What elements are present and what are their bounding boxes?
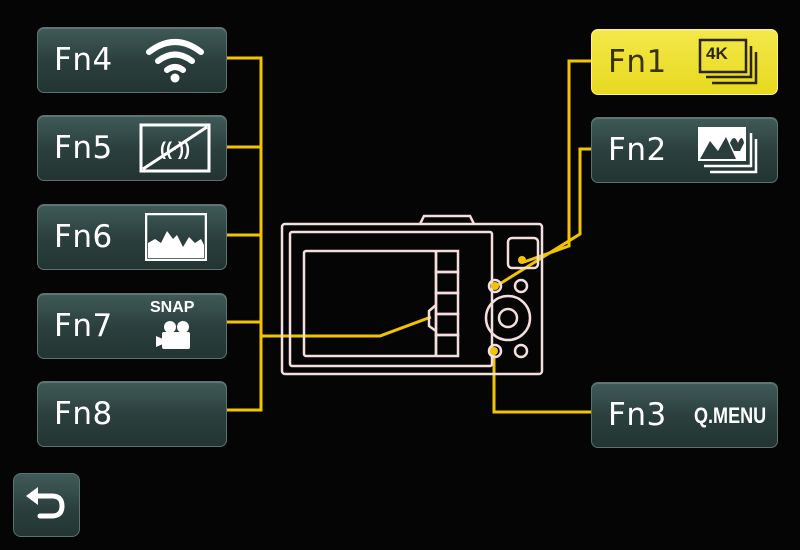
fn1-button[interactable]: Fn1 4K [591, 29, 778, 95]
fn7-label: Fn7 [54, 308, 113, 344]
fn4-button[interactable]: Fn4 [37, 27, 227, 93]
connector-lines [226, 56, 591, 414]
fn5-label: Fn5 [54, 130, 113, 166]
fn8-label: Fn8 [54, 396, 113, 432]
4k-photo-icon: 4K [698, 38, 760, 86]
fn4-label: Fn4 [54, 42, 113, 78]
fn2-button[interactable]: Fn2 [591, 117, 778, 183]
camera-highlight-dots [490, 256, 526, 355]
fn8-button[interactable]: Fn8 [37, 381, 227, 447]
4k-icon-text: 4K [706, 44, 728, 63]
post-focus-icon [696, 125, 760, 175]
svg-text:((·)): ((·)) [160, 139, 190, 159]
fn6-button[interactable]: Fn6 [37, 204, 227, 270]
return-arrow-icon [26, 487, 65, 519]
wifi-icon [145, 36, 205, 84]
back-button[interactable] [13, 473, 80, 537]
fn3-button[interactable]: Fn3 Q.MENU [591, 382, 778, 448]
snap-icon-text: SNAP [150, 299, 195, 316]
no-stabilizer-icon: ((·)) [139, 123, 211, 173]
histogram-icon [144, 212, 208, 262]
fn3-label: Fn3 [608, 397, 667, 433]
q-menu-text: Q.MENU [694, 403, 767, 428]
camera-back-outline [280, 214, 544, 376]
fn6-label: Fn6 [54, 219, 113, 255]
fn1-label: Fn1 [608, 44, 667, 80]
fn2-label: Fn2 [608, 132, 667, 168]
fn5-button[interactable]: Fn5 ((·)) [37, 115, 227, 181]
fn7-button[interactable]: Fn7 SNAP [37, 293, 227, 359]
snap-movie-icon: SNAP [148, 299, 204, 353]
